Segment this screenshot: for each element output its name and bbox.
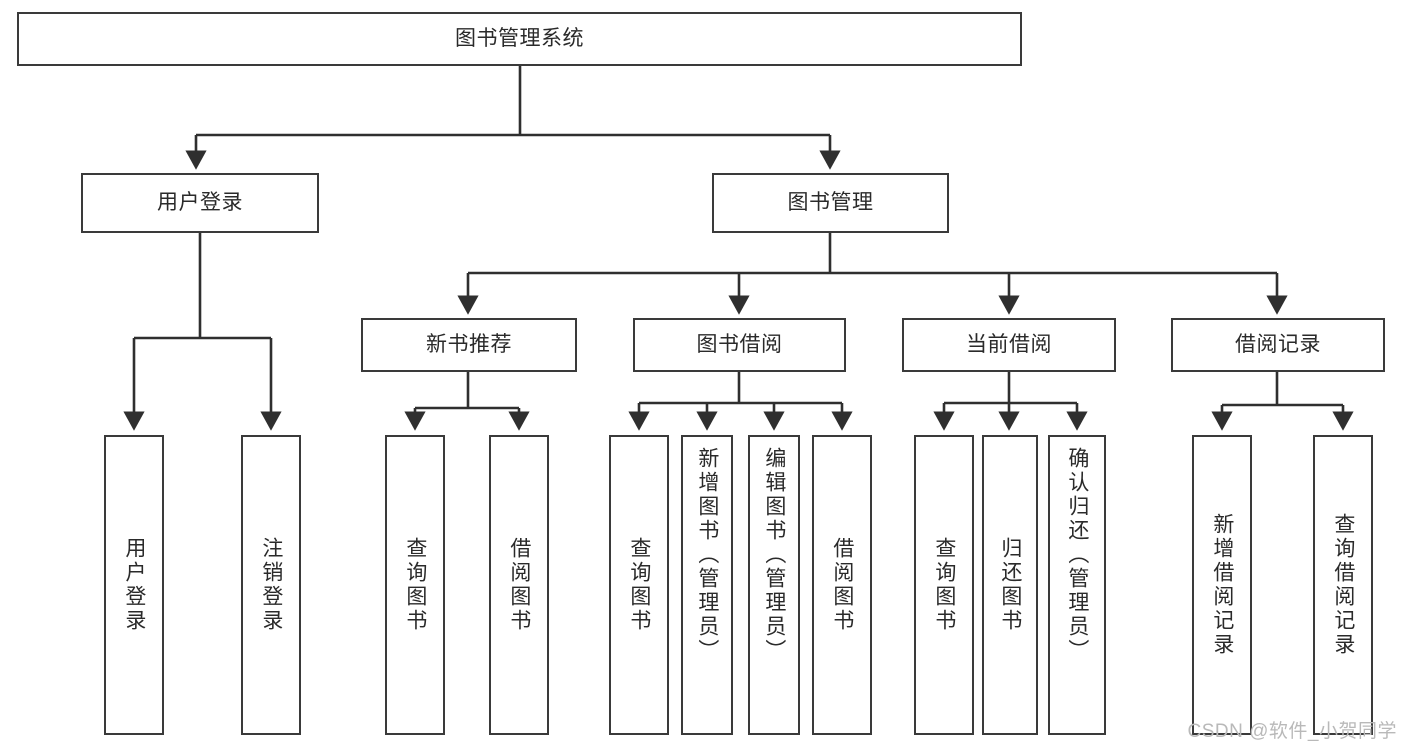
node-borrow-record-label: 借阅记录 xyxy=(1235,332,1321,356)
node-user-login[interactable]: 用户登录 xyxy=(81,173,319,233)
leaf-borrow-query-book[interactable]: 查询图书 xyxy=(609,435,669,735)
leaf-current-confirm-return[interactable]: 确认归还（管理员） xyxy=(1048,435,1106,735)
node-book-borrow[interactable]: 图书借阅 xyxy=(633,318,846,372)
leaf-current-query-book-label: 查询图书 xyxy=(932,537,956,633)
leaf-logout-label: 注销登录 xyxy=(259,537,283,633)
leaf-newbook-query-book[interactable]: 查询图书 xyxy=(385,435,445,735)
leaf-user-login[interactable]: 用户登录 xyxy=(104,435,164,735)
leaf-record-query[interactable]: 查询借阅记录 xyxy=(1313,435,1373,735)
leaf-current-confirm-return-label: 确认归还（管理员） xyxy=(1065,447,1089,663)
leaf-record-query-label: 查询借阅记录 xyxy=(1331,513,1355,657)
leaf-newbook-query-book-label: 查询图书 xyxy=(403,537,427,633)
node-current-borrow[interactable]: 当前借阅 xyxy=(902,318,1116,372)
leaf-borrow-edit-book[interactable]: 编辑图书（管理员） xyxy=(748,435,800,735)
leaf-current-query-book[interactable]: 查询图书 xyxy=(914,435,974,735)
leaf-logout[interactable]: 注销登录 xyxy=(241,435,301,735)
leaf-borrow-query-book-label: 查询图书 xyxy=(627,537,651,633)
leaf-record-add[interactable]: 新增借阅记录 xyxy=(1192,435,1252,735)
leaf-borrow-edit-book-label: 编辑图书（管理员） xyxy=(762,447,786,663)
node-book-borrow-label: 图书借阅 xyxy=(696,332,783,356)
leaf-borrow-borrow-book-label: 借阅图书 xyxy=(830,537,854,633)
leaf-borrow-add-book-label: 新增图书（管理员） xyxy=(695,447,719,663)
leaf-newbook-borrow-book-label: 借阅图书 xyxy=(507,537,531,633)
node-root-label: 图书管理系统 xyxy=(455,26,584,50)
watermark: CSDN @软件_小贺同学 xyxy=(1187,721,1397,742)
node-new-book-recommend[interactable]: 新书推荐 xyxy=(361,318,577,372)
node-borrow-record[interactable]: 借阅记录 xyxy=(1171,318,1385,372)
leaf-current-return-book[interactable]: 归还图书 xyxy=(982,435,1038,735)
leaf-newbook-borrow-book[interactable]: 借阅图书 xyxy=(489,435,549,735)
leaf-user-login-label: 用户登录 xyxy=(122,537,146,633)
node-user-login-label: 用户登录 xyxy=(157,190,243,214)
node-book-management-label: 图书管理 xyxy=(787,190,874,214)
leaf-record-add-label: 新增借阅记录 xyxy=(1210,513,1234,657)
node-current-borrow-label: 当前借阅 xyxy=(966,332,1052,356)
leaf-borrow-add-book[interactable]: 新增图书（管理员） xyxy=(681,435,733,735)
leaf-borrow-borrow-book[interactable]: 借阅图书 xyxy=(812,435,872,735)
node-new-book-recommend-label: 新书推荐 xyxy=(426,332,512,356)
node-book-management[interactable]: 图书管理 xyxy=(712,173,949,233)
node-root[interactable]: 图书管理系统 xyxy=(17,12,1022,66)
leaf-current-return-book-label: 归还图书 xyxy=(998,537,1022,633)
